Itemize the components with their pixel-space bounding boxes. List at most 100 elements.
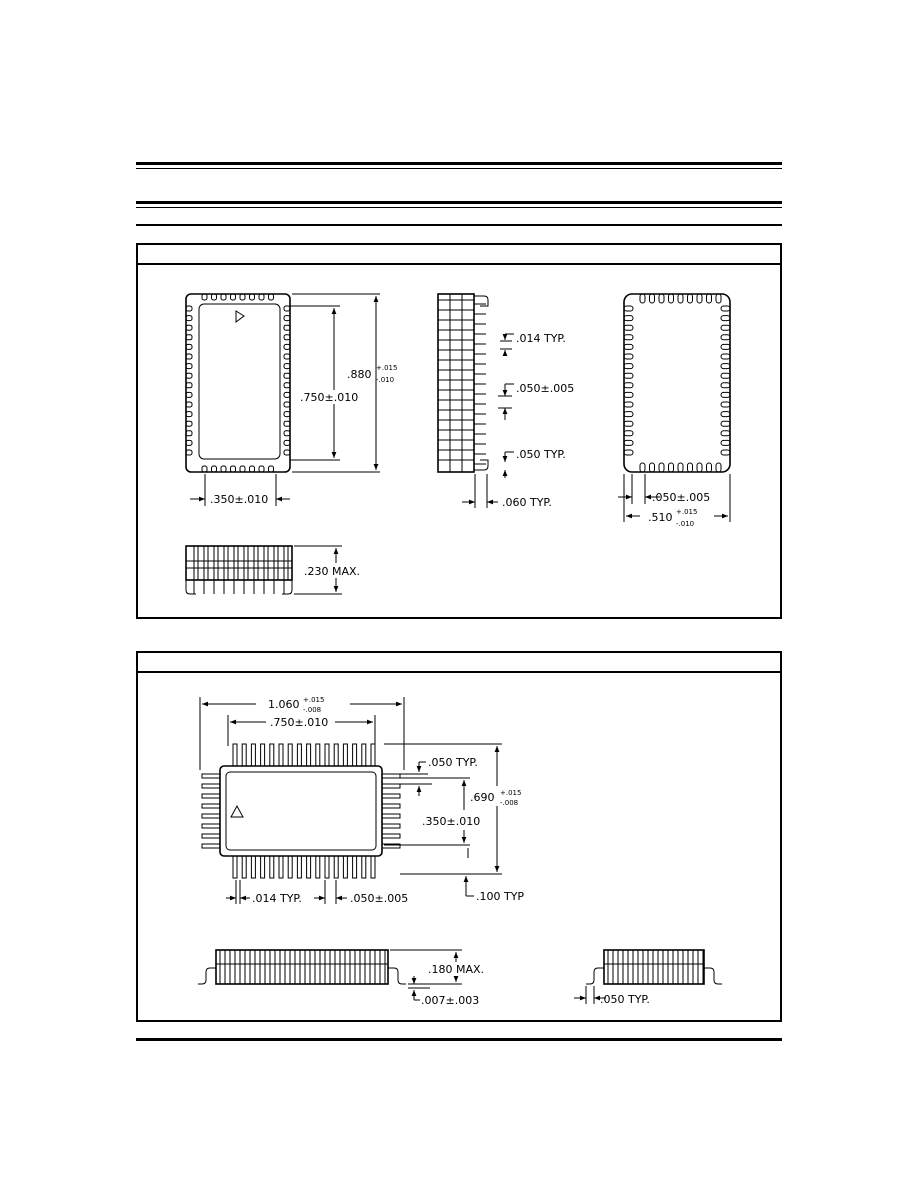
p2-end-body xyxy=(603,949,705,985)
p2-top-leads xyxy=(232,743,376,879)
p1-top-view: .880 +.015 -.010 .750±.010 .350±.010 xyxy=(185,293,397,506)
p1-lead-length-dim: .050 TYP. xyxy=(516,448,566,461)
lead xyxy=(381,803,401,809)
lead xyxy=(241,743,247,767)
pad xyxy=(283,411,291,418)
lead xyxy=(315,743,321,767)
pad xyxy=(201,465,208,473)
pad xyxy=(720,449,731,456)
pad xyxy=(623,439,634,446)
lead xyxy=(287,855,293,879)
pad xyxy=(623,353,634,360)
lead xyxy=(201,783,221,789)
pad xyxy=(623,391,634,398)
lead xyxy=(201,823,221,829)
pad xyxy=(623,315,634,322)
p1-end-max-height-dim: .230 MAX. xyxy=(304,565,360,578)
pad xyxy=(706,462,712,473)
lead xyxy=(381,793,401,799)
pad xyxy=(720,430,731,437)
pad xyxy=(283,343,291,350)
p1-top-pads-bottom xyxy=(201,465,274,473)
pad xyxy=(658,293,665,304)
lead xyxy=(287,743,293,767)
lead xyxy=(201,793,221,799)
lead xyxy=(352,743,358,767)
lead xyxy=(201,843,221,849)
p1-bottom-width-tol-plus: +.015 xyxy=(676,508,697,516)
p2-top-body-outer xyxy=(219,765,383,857)
pad xyxy=(283,382,291,389)
p1-lead-offset-dim: .060 TYP. xyxy=(502,496,552,509)
pad xyxy=(185,420,193,427)
lead xyxy=(278,743,284,767)
pad xyxy=(258,293,265,301)
p1-bottom-pads xyxy=(623,293,731,473)
top-rule-thin xyxy=(136,168,782,169)
p2-overall-tol-minus: -.008 xyxy=(303,706,321,714)
p1-lead-width-dim: .014 TYP. xyxy=(516,332,566,345)
lead xyxy=(381,823,401,829)
pad xyxy=(649,462,655,473)
pad xyxy=(185,430,193,437)
p1-top-pads-left xyxy=(185,305,193,456)
p1-body-width-dim: .350±.010 xyxy=(210,493,268,506)
pad xyxy=(283,439,291,446)
pad xyxy=(249,465,255,473)
pad xyxy=(720,420,731,427)
pad xyxy=(283,391,291,398)
pad xyxy=(201,293,208,301)
lead xyxy=(260,855,266,879)
p1-pitch-dim: .050±.005 xyxy=(516,382,574,395)
p1-end-view: .230 MAX. xyxy=(185,545,360,595)
pad xyxy=(283,363,291,370)
pad xyxy=(283,353,291,360)
section-rule-thick xyxy=(136,201,782,204)
pad xyxy=(720,363,731,370)
pad xyxy=(283,305,291,312)
p2-side-view-leads xyxy=(219,950,386,984)
panel-flatpack-package xyxy=(136,651,782,1022)
pad xyxy=(720,305,731,312)
pad xyxy=(623,382,634,389)
lead xyxy=(201,803,221,809)
panel-leadless-package xyxy=(136,243,782,619)
lead xyxy=(241,855,247,879)
pad xyxy=(623,363,634,370)
p1-side-body xyxy=(437,293,475,473)
lead xyxy=(361,743,367,767)
pin1-triangle-icon xyxy=(230,804,244,818)
pad xyxy=(720,391,731,398)
pad xyxy=(720,372,731,379)
pad xyxy=(623,430,634,437)
p1-top-body-outer xyxy=(185,293,291,473)
pad xyxy=(720,353,731,360)
pin1-triangle-icon xyxy=(235,310,245,323)
p2-body-width-dim: .350±.010 xyxy=(422,815,480,828)
lead xyxy=(324,855,330,879)
pad xyxy=(696,293,703,304)
p1-height-dim: .880 xyxy=(347,368,372,381)
pad xyxy=(639,462,646,473)
lead xyxy=(269,855,275,879)
p1-bottom-width-dim: .510 xyxy=(648,511,673,524)
pad xyxy=(185,315,193,322)
pad xyxy=(283,334,291,341)
pad xyxy=(623,449,634,456)
pad xyxy=(668,293,674,304)
pad xyxy=(239,465,246,473)
lead xyxy=(381,833,401,839)
lead xyxy=(296,743,302,767)
lead xyxy=(333,743,339,767)
pad xyxy=(211,293,217,301)
p2-overall-width-dim: .690 xyxy=(470,791,495,804)
p1-side-view: .014 TYP. .050±.005 .050 TYP. .060 TYP. xyxy=(437,293,574,509)
p2-overall-length-dim: 1.060 xyxy=(268,698,300,711)
pad xyxy=(185,439,193,446)
pad xyxy=(185,372,193,379)
pad xyxy=(239,293,246,301)
pad xyxy=(687,293,693,304)
lead xyxy=(232,855,238,879)
pad xyxy=(720,382,731,389)
